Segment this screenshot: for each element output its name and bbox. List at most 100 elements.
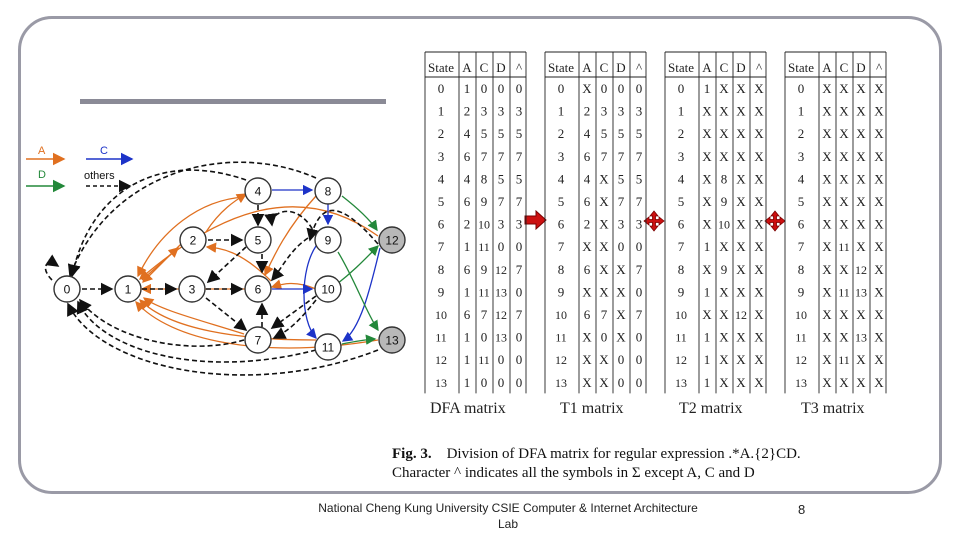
dfa-matrix-caption: DFA matrix: [430, 400, 506, 417]
matrix-cell: 1: [464, 284, 471, 299]
matrix-cell: 13: [495, 331, 507, 345]
matrix-cell: 5: [516, 126, 523, 141]
matrix-cell: X: [599, 217, 609, 232]
matrix-cell: 1: [464, 239, 471, 254]
matrix-cell: 2: [678, 126, 685, 141]
matrix-cell: 0: [678, 81, 685, 96]
matrix-cell: 1: [678, 104, 685, 119]
matrix-cell: X: [719, 81, 729, 96]
matrix-cell: 1: [464, 330, 471, 345]
state-node-9: 9: [314, 226, 342, 254]
state-node-0: 0: [53, 275, 81, 303]
matrix-cell: X: [719, 104, 729, 119]
matrix-cell: 0: [618, 239, 625, 254]
matrix-cell: X: [599, 284, 609, 299]
matrix-cell: X: [874, 171, 884, 186]
matrix-cell: 0: [636, 239, 643, 254]
matrix-cell: 2: [558, 126, 565, 141]
matrix-cell: X: [856, 352, 866, 367]
matrix-cell: 0: [516, 352, 523, 367]
matrix-cell: 12: [555, 353, 567, 367]
matrix-cell: 11: [838, 353, 850, 367]
figure-caption: Fig. 3. Division of DFA matrix for regul…: [392, 445, 944, 483]
state-node-10: 10: [314, 275, 342, 303]
matrix-cell: X: [822, 352, 832, 367]
matrix-cell: 7: [636, 307, 643, 322]
matrix-cell: X: [754, 239, 764, 254]
state-label: 2: [190, 234, 197, 248]
matrix-cell: 9: [678, 284, 685, 299]
matrix-cell: X: [839, 171, 849, 186]
matrix-cell: X: [856, 171, 866, 186]
matrix-cell: 3: [636, 104, 643, 119]
matrix-cell: X: [736, 330, 746, 345]
matrix-cell: X: [719, 126, 729, 141]
matrix-cell: X: [616, 330, 626, 345]
matrix-cell: X: [702, 149, 712, 164]
matrix-cell: 11: [838, 285, 850, 299]
matrix-cell: X: [616, 307, 626, 322]
matrix-cell: 10: [675, 308, 687, 322]
legend-c-label: C: [100, 145, 108, 157]
matrix-header-cell: ^: [876, 60, 882, 75]
matrix-cell: X: [599, 239, 609, 254]
matrix-cell: 1: [704, 284, 711, 299]
matrix-cell: 0: [516, 330, 523, 345]
matrix-cell: 12: [855, 263, 867, 277]
matrix-cell: 1: [558, 104, 565, 119]
matrix-cell: 7: [601, 149, 608, 164]
matrix-cell: X: [874, 262, 884, 277]
matrix-cell: 12: [435, 353, 447, 367]
matrix-cell: 0: [498, 352, 505, 367]
matrix-cell: 12: [495, 308, 507, 322]
matrix-header-cell: D: [496, 60, 505, 75]
state-node-6: 6: [244, 275, 272, 303]
matrix-cell: 6: [464, 194, 471, 209]
matrix-cell: X: [702, 217, 712, 232]
matrix-cell: X: [839, 375, 849, 390]
matrix-header-cell: ^: [636, 60, 642, 75]
matrix-cell: 0: [498, 375, 505, 390]
t3-matrix-caption: T3 matrix: [801, 400, 865, 417]
matrix-cell: 11: [478, 353, 490, 367]
legend-others-label: others: [84, 170, 115, 182]
state-label: 6: [255, 283, 262, 297]
matrix-cell: X: [822, 375, 832, 390]
matrix-cell: 5: [516, 171, 523, 186]
matrix-cell: 3: [558, 149, 565, 164]
matrix-cell: 6: [558, 217, 565, 232]
state-node-3: 3: [178, 275, 206, 303]
matrix-cell: X: [582, 375, 592, 390]
matrix-cell: 11: [675, 331, 687, 345]
matrix-cell: 3: [498, 104, 505, 119]
state-label: 10: [321, 283, 335, 297]
matrix-cell: X: [839, 217, 849, 232]
matrix-cell: X: [599, 262, 609, 277]
matrix-cell: 4: [464, 171, 471, 186]
matrix-cell: 7: [481, 149, 488, 164]
matrix-cell: 2: [798, 126, 805, 141]
matrix-cell: X: [754, 375, 764, 390]
matrix-header-cell: C: [840, 60, 849, 75]
matrix-cell: 3: [516, 217, 523, 232]
state-node-5: 5: [244, 226, 272, 254]
matrix-cell: 0: [438, 81, 445, 96]
matrix-cell: 0: [618, 352, 625, 367]
matrix-cell: X: [736, 375, 746, 390]
matrix-cell: 7: [618, 194, 625, 209]
matrix-cell: 7: [798, 239, 805, 254]
matrix-cell: X: [736, 284, 746, 299]
title-underline: [80, 99, 386, 104]
matrix-cell: 6: [438, 217, 445, 232]
matrix-cell: 5: [618, 126, 625, 141]
matrix-cell: X: [874, 330, 884, 345]
matrix-cell: X: [874, 149, 884, 164]
matrix-cell: 9: [798, 284, 805, 299]
matrix-cell: 7: [618, 149, 625, 164]
matrix-cell: 3: [618, 217, 625, 232]
matrix-cell: 2: [464, 217, 471, 232]
matrix-cell: X: [736, 352, 746, 367]
matrix-cell: 2: [584, 104, 591, 119]
matrix-cell: 4: [798, 171, 805, 186]
matrix-cell: X: [822, 149, 832, 164]
